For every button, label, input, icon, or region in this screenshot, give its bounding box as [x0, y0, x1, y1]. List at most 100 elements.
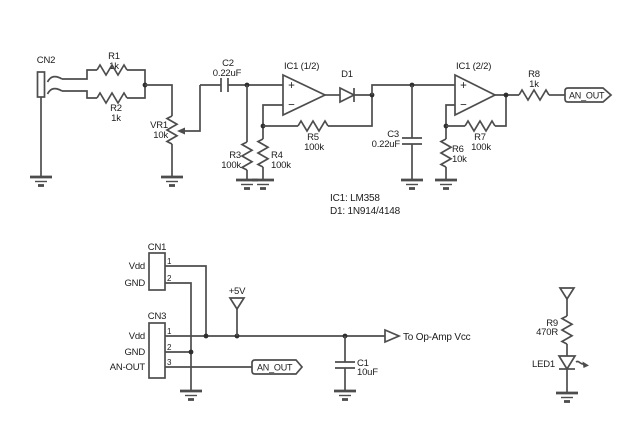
cn3-pin3-number: 3 — [167, 358, 172, 367]
jack-plug-symbol — [36, 71, 46, 98]
cn1-pin1-number: 1 — [167, 257, 172, 266]
resistor-symbol — [464, 120, 496, 132]
wire — [495, 95, 507, 127]
ground-icon — [28, 175, 54, 187]
ground-icon — [159, 175, 185, 187]
note-d1: D1: 1N914/4148 — [330, 206, 401, 217]
an-out-net-label: AN_OUT — [257, 363, 293, 373]
resistor-r3: R3 100k — [221, 85, 260, 190]
junction-dot — [203, 333, 209, 339]
capacitor-symbol — [220, 78, 229, 92]
an-out-net-label: AN_OUT — [569, 91, 605, 101]
opamp-symbol — [454, 73, 497, 117]
ground-icon — [433, 178, 459, 190]
capacitor-c2: C2 0.22uF — [200, 58, 283, 92]
ic1a-ref: IC1 (1/2) — [284, 61, 319, 72]
netlabel-shape — [564, 87, 613, 103]
ground-icon — [554, 391, 580, 403]
wire — [127, 85, 146, 99]
r4-value: 100k — [271, 160, 291, 171]
ground-icon — [178, 389, 204, 401]
resistor-r4: R4 100k — [250, 104, 291, 190]
led-light-arrow-icon — [575, 360, 584, 365]
cn1-pin2-label: GND — [124, 278, 145, 289]
resistor-symbol — [166, 115, 178, 145]
potentiometer-vr1: VR1 10k — [145, 84, 201, 187]
wire — [328, 95, 373, 127]
connector-symbol — [148, 322, 166, 379]
connector-cn2: CN2 — [28, 55, 63, 187]
resistor-symbol — [257, 138, 269, 168]
jack-contact-symbol — [46, 75, 63, 83]
ic1b-ref: IC1 (2/2) — [456, 61, 491, 72]
resistor-r6: R6 10k — [433, 104, 467, 190]
ic1b-plus-input: + — [460, 80, 467, 92]
led-light-arrowhead-icon — [582, 361, 589, 368]
ground-icon — [250, 178, 276, 190]
opamp-ic1a: IC1 (1/2) + − — [282, 61, 327, 117]
r5-value: 100k — [304, 142, 324, 153]
junction-dot — [503, 92, 509, 98]
junction-dot — [188, 349, 194, 355]
connector-symbol — [148, 252, 166, 291]
r6-ref: R6 — [452, 144, 464, 155]
cn2-ref: CN2 — [37, 55, 55, 66]
note-ic1: IC1: LM358 — [330, 193, 380, 204]
cn1-ref: CN1 — [148, 242, 166, 253]
led1-ref: LED1 — [532, 359, 555, 370]
ic1a-plus-input: + — [288, 80, 295, 92]
resistor-r1: R1 1k — [62, 51, 146, 85]
c1-ref: C1 — [357, 358, 369, 369]
wire — [145, 84, 173, 116]
resistor-r2: R2 1k — [62, 85, 146, 124]
capacitor-symbol — [335, 361, 355, 369]
capacitor-c1: C1 10uF — [332, 336, 378, 401]
ic1b-minus-input: − — [460, 100, 467, 112]
netlabel-an-out-top: AN_OUT — [564, 87, 613, 103]
netlabel-shape — [251, 359, 304, 375]
cn3-pin2-label: GND — [124, 347, 145, 358]
r2-value: 1k — [111, 113, 121, 124]
c1-value: 10uF — [357, 367, 378, 378]
capacitor-symbol — [402, 137, 422, 145]
c3-value: 0.22uF — [372, 139, 401, 150]
wire — [165, 282, 192, 391]
to-opamp-vcc-label: To Op-Amp Vcc — [403, 332, 471, 343]
resistor-symbol — [96, 92, 128, 104]
opamp-symbol — [282, 73, 327, 117]
cn3-pin1-number: 1 — [167, 327, 172, 336]
cn1-pin1-label: Vdd — [129, 261, 145, 272]
led-led1: LED1 — [532, 355, 589, 403]
wire — [127, 69, 146, 85]
resistor-symbol — [440, 138, 452, 168]
supply-arrow-icon — [559, 287, 575, 300]
connector-cn1: CN1 1 2 Vdd GND — [124, 242, 207, 391]
r3-value: 100k — [221, 160, 241, 171]
cn3-pin1-label: Vdd — [129, 331, 145, 342]
c3-ref: C3 — [387, 129, 399, 140]
wire — [445, 104, 455, 139]
resistor-r7: R7 100k — [446, 95, 507, 153]
diode-d1: D1 — [325, 69, 372, 104]
c2-value: 0.22uF — [213, 68, 242, 79]
supply-5v: +5V — [229, 286, 246, 336]
ground-icon — [332, 389, 358, 401]
r5-ref: R5 — [307, 132, 319, 143]
cn1-pin2-number: 2 — [167, 274, 172, 283]
wire — [62, 69, 97, 80]
r7-value: 100k — [471, 142, 491, 153]
plus5v-label: +5V — [229, 286, 246, 297]
diode-symbol — [339, 86, 356, 104]
ic1a-minus-input: − — [288, 100, 295, 112]
resistor-symbol — [561, 315, 573, 345]
r6-value: 10k — [452, 154, 467, 165]
wire — [165, 265, 207, 336]
netlabel-an-out-bottom: AN_OUT — [251, 359, 304, 375]
r9-value: 470R — [536, 327, 558, 338]
wiper-arrow-icon — [177, 127, 185, 135]
c2-ref: C2 — [222, 58, 234, 69]
wire — [62, 90, 97, 99]
arrow-right-icon — [384, 328, 402, 344]
d1-ref: D1 — [341, 69, 353, 80]
